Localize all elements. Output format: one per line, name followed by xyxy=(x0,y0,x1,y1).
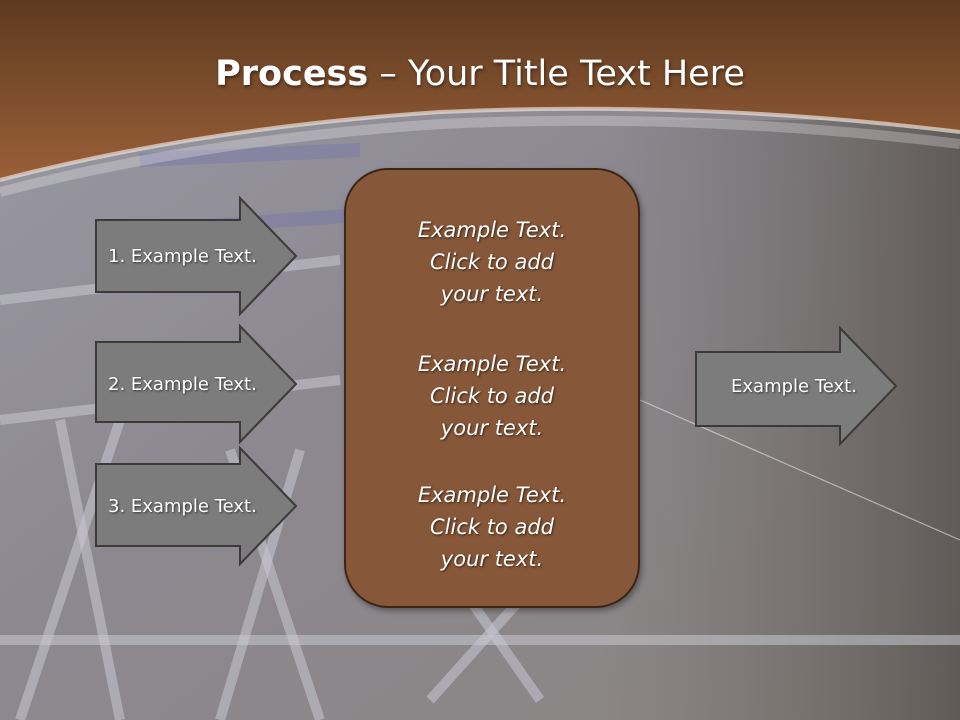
right-arrow-label: Example Text. xyxy=(731,375,857,397)
paragraph-line: your text. xyxy=(440,282,544,306)
center-paragraph-1: Example Text. Click to add your text. xyxy=(346,214,638,310)
title-rest-part: – Your Title Text Here xyxy=(368,54,745,94)
arrow-shape xyxy=(95,323,298,445)
paragraph-line: your text. xyxy=(440,416,544,440)
left-arrow-2[interactable]: 2. Example Text. xyxy=(95,323,298,445)
paragraph-line: Example Text. xyxy=(417,483,567,507)
center-text-box[interactable]: Example Text. Click to add your text. Ex… xyxy=(344,168,640,608)
arrow-shape xyxy=(695,325,898,447)
center-paragraph-2: Example Text. Click to add your text. xyxy=(346,348,638,444)
slide-title[interactable]: Process – Your Title Text Here xyxy=(0,52,960,96)
paragraph-line: your text. xyxy=(440,547,544,571)
paragraph-line: Click to add xyxy=(429,515,554,539)
left-arrow-1[interactable]: 1. Example Text. xyxy=(95,195,298,317)
left-arrow-2-label: 2. Example Text. xyxy=(108,373,257,395)
left-arrow-3[interactable]: 3. Example Text. xyxy=(95,445,298,567)
title-bold-part: Process xyxy=(215,54,369,94)
center-paragraph-3: Example Text. Click to add your text. xyxy=(346,479,638,575)
arrow-shape xyxy=(95,445,298,567)
paragraph-line: Click to add xyxy=(429,384,554,408)
left-arrow-3-label: 3. Example Text. xyxy=(108,495,257,517)
paragraph-line: Click to add xyxy=(429,250,554,274)
left-arrow-1-label: 1. Example Text. xyxy=(108,245,257,267)
paragraph-line: Example Text. xyxy=(417,352,567,376)
right-arrow[interactable]: Example Text. xyxy=(695,325,898,447)
paragraph-line: Example Text. xyxy=(417,218,567,242)
arrow-shape xyxy=(95,195,298,317)
